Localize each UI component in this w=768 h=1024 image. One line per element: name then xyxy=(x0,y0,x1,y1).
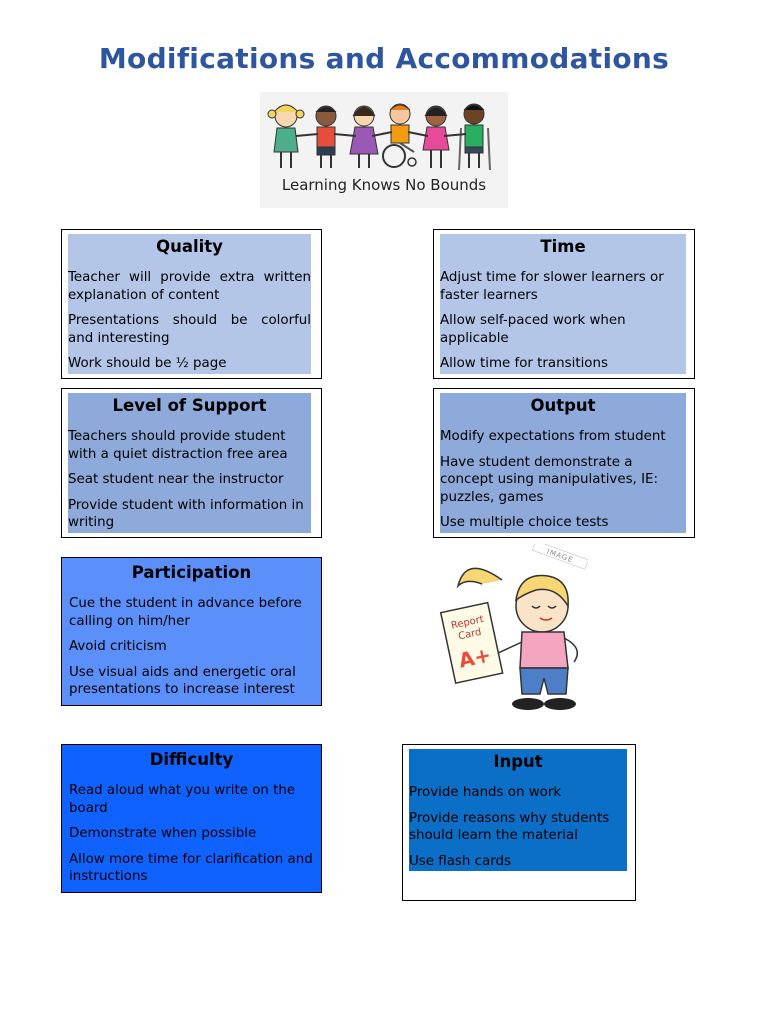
children-holding-hands-illustration xyxy=(267,103,491,171)
difficulty-heading: Difficulty xyxy=(149,750,234,769)
quality-card: Quality Teacher will provide extra writt… xyxy=(61,229,322,379)
participation-card-content: Participation Cue the student in advance… xyxy=(69,560,314,700)
quality-heading: Quality xyxy=(156,237,223,256)
time-item: Allow self-paced work when applicable xyxy=(440,313,626,346)
input-item: Provide reasons why students should lear… xyxy=(409,810,610,844)
participation-item: Use visual aids and energetic oral prese… xyxy=(69,664,296,698)
output-item: Use multiple choice tests xyxy=(440,515,609,531)
support-item: Seat student near the instructor xyxy=(68,472,284,488)
input-card-fill: Input Provide hands on work Provide reas… xyxy=(409,749,627,871)
input-item: Use flash cards xyxy=(409,853,511,869)
input-item: Provide hands on work xyxy=(409,785,562,800)
banner-caption: Learning Knows No Bounds xyxy=(281,176,487,194)
difficulty-item: Read aloud what you write on the board xyxy=(69,783,296,816)
difficulty-item: Demonstrate when possible xyxy=(69,826,257,842)
participation-heading: Participation xyxy=(131,563,252,582)
time-card: Time Adjust time for slower learners or … xyxy=(433,229,695,379)
report-card-line2: Card xyxy=(457,627,482,643)
kids-banner-image: Learning Knows No Bounds xyxy=(260,92,508,208)
girl-report-card-image: IMAGE Report Card A+ xyxy=(436,540,589,716)
time-item: Allow time for transitions xyxy=(440,356,608,372)
output-item: Modify expectations from student xyxy=(440,429,666,444)
output-card: Output Modify expectations from student … xyxy=(433,388,695,538)
participation-card: Participation Cue the student in advance… xyxy=(61,557,322,706)
output-card-fill: Output Modify expectations from student … xyxy=(440,393,686,533)
difficulty-card-content: Difficulty Read aloud what you write on … xyxy=(69,747,314,887)
time-item: Adjust time for slower learners or faste… xyxy=(440,270,664,303)
output-heading: Output xyxy=(530,396,596,415)
output-item: Have student demonstrate a concept using… xyxy=(440,454,658,505)
level-of-support-card: Level of Support Teachers should provide… xyxy=(61,388,322,538)
difficulty-item: Allow more time for clarification and in… xyxy=(69,851,313,885)
time-card-fill: Time Adjust time for slower learners or … xyxy=(440,234,686,374)
quality-card-fill: Quality Teacher will provide extra writt… xyxy=(68,234,311,374)
page-title: Modifications and Accommodations xyxy=(98,42,670,75)
support-item: Teachers should provide student with a q… xyxy=(68,429,288,462)
input-card: Input Provide hands on work Provide reas… xyxy=(402,744,636,901)
time-heading: Time xyxy=(540,237,586,256)
input-heading: Input xyxy=(493,752,543,771)
support-card-fill: Level of Support Teachers should provide… xyxy=(68,393,311,533)
difficulty-card: Difficulty Read aloud what you write on … xyxy=(61,744,322,893)
support-heading: Level of Support xyxy=(112,396,267,415)
quality-item: Presentations should be colorful and int… xyxy=(68,313,311,346)
participation-item: Cue the student in advance before callin… xyxy=(69,596,302,629)
participation-item: Avoid criticism xyxy=(69,639,167,655)
support-item: Provide student with information in writ… xyxy=(68,497,304,531)
girl-holding-report-card-illustration: IMAGE Report Card A+ xyxy=(439,540,589,710)
quality-item: Work should be ½ page xyxy=(68,356,227,372)
quality-item: Teacher will provide extra written expla… xyxy=(68,270,311,303)
